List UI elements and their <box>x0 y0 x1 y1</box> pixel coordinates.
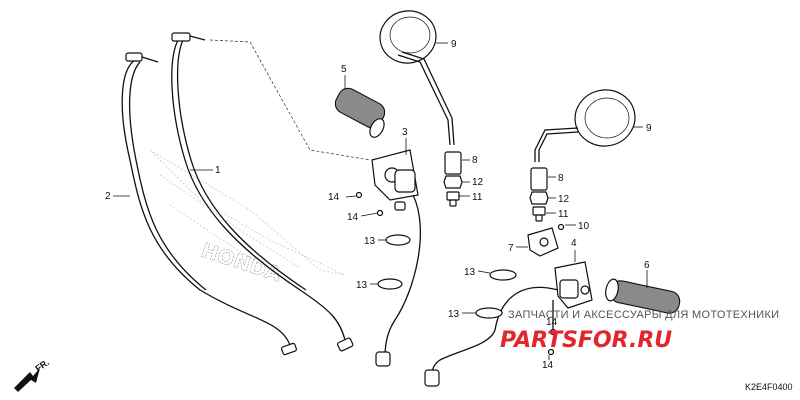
callout-13-d: 13 <box>448 309 460 320</box>
left-switch-wiring <box>424 286 559 387</box>
callout-9-upper: 9 <box>451 39 457 50</box>
switch-screw-lower <box>547 348 555 356</box>
mirror-lower <box>534 89 636 162</box>
callout-14-c: 14 <box>546 317 558 328</box>
reference-line <box>209 39 371 161</box>
leader-lines <box>113 42 648 360</box>
left-handlebar-switch <box>554 261 593 309</box>
mirror-lower-bolt <box>532 206 546 222</box>
honda-background-wing <box>149 149 346 276</box>
callout-12-upper: 12 <box>472 177 484 188</box>
holder-screw <box>557 223 565 231</box>
callout-13-c: 13 <box>464 267 476 278</box>
callout-10: 10 <box>578 221 590 232</box>
mirror-upper-adapter <box>444 151 462 175</box>
callout-6: 6 <box>644 260 650 271</box>
callout-12-lower: 12 <box>558 194 570 205</box>
mirror-upper-nut <box>443 175 463 189</box>
throttle-cable-1 <box>171 32 354 352</box>
mirror-upper-bolt <box>446 191 460 207</box>
callout-3: 3 <box>402 127 408 138</box>
front-direction-label: FR. <box>33 357 51 374</box>
throttle-housing <box>371 149 419 201</box>
callout-14-d: 14 <box>542 360 554 371</box>
callout-5: 5 <box>341 64 347 75</box>
wire-clamp-left-lower <box>377 278 403 290</box>
callout-8-upper: 8 <box>472 155 478 166</box>
callout-4: 4 <box>571 238 577 249</box>
screw-14-lower <box>376 201 406 217</box>
callout-13-b: 13 <box>356 280 368 291</box>
wire-clamp-right-upper <box>489 269 517 281</box>
switch-holder <box>527 227 559 257</box>
wire-clamp-left-upper <box>385 234 411 246</box>
mirror-lower-nut <box>529 191 549 205</box>
screw-14-upper <box>355 191 363 199</box>
throttle-cable-2 <box>121 52 297 356</box>
callout-8-lower: 8 <box>558 173 564 184</box>
diagram-code: K2E4F0400 <box>745 382 793 392</box>
throttle-grip <box>334 87 386 138</box>
callout-7: 7 <box>508 243 514 254</box>
callout-9-lower: 9 <box>646 123 652 134</box>
callout-2: 2 <box>105 191 111 202</box>
callout-11-lower: 11 <box>558 209 569 220</box>
wire-clamp-right-lower <box>475 307 503 319</box>
right-switch-wiring <box>375 194 421 367</box>
callout-14-a: 14 <box>328 192 340 203</box>
callout-14-b: 14 <box>347 212 359 223</box>
mirror-lower-adapter <box>530 167 548 191</box>
front-direction-arrow-icon <box>14 368 40 392</box>
callout-13-a: 13 <box>364 236 376 247</box>
watermark-tagline: ЗАПЧАСТИ И АКСЕССУАРЫ ДЛЯ МОТОТЕХНИКИ <box>508 309 779 321</box>
mirror-upper <box>379 10 455 146</box>
watermark-logo: PARTSFOR.RU <box>500 328 672 353</box>
callout-1: 1 <box>215 165 221 176</box>
callout-11-upper: 11 <box>472 192 483 203</box>
